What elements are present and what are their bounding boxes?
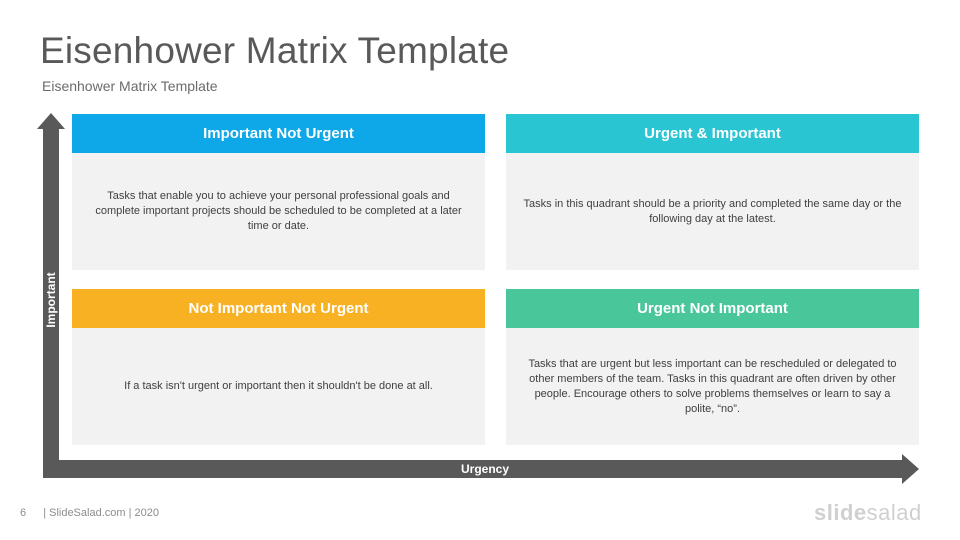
quadrant-header: Important Not Urgent (72, 114, 485, 153)
quadrant-urgent-not-important: Urgent Not Important Tasks that are urge… (506, 289, 919, 445)
slide-subtitle: Eisenhower Matrix Template (42, 78, 218, 94)
brand-logo-part1: slide (814, 500, 867, 525)
quadrant-header: Not Important Not Urgent (72, 289, 485, 328)
quadrant-description: If a task isn't urgent or important then… (124, 380, 433, 392)
quadrant-header: Urgent Not Important (506, 289, 919, 328)
urgency-axis (43, 460, 903, 478)
quadrant-body: Tasks that are urgent but less important… (506, 328, 919, 445)
brand-logo-part2: salad (866, 500, 922, 525)
page-number: 6 (20, 507, 27, 519)
quadrant-body: Tasks that enable you to achieve your pe… (72, 153, 485, 270)
quadrant-description: Tasks that are urgent but less important… (528, 357, 897, 415)
quadrant-body: If a task isn't urgent or important then… (72, 328, 485, 445)
quadrant-header: Urgent & Important (506, 114, 919, 153)
arrow-right-icon (902, 454, 919, 484)
footer-credit: | SlideSalad.com | 2020 (43, 507, 159, 519)
quadrant-description: Tasks in this quadrant should be a prior… (523, 197, 902, 225)
quadrant-not-important-not-urgent: Not Important Not Urgent If a task isn't… (72, 289, 485, 445)
slide-title: Eisenhower Matrix Template (40, 30, 510, 71)
importance-axis-label: Important (44, 272, 58, 328)
quadrant-urgent-important: Urgent & Important Tasks in this quadran… (506, 114, 919, 270)
brand-logo: slidesalad (814, 500, 922, 526)
importance-axis (43, 128, 59, 478)
quadrant-description: Tasks that enable you to achieve your pe… (95, 190, 462, 232)
slide-footer: 6 | SlideSalad.com | 2020 (20, 507, 159, 519)
quadrant-body: Tasks in this quadrant should be a prior… (506, 153, 919, 270)
quadrant-important-not-urgent: Important Not Urgent Tasks that enable y… (72, 114, 485, 270)
arrow-up-icon (37, 113, 65, 129)
urgency-axis-label: Urgency (460, 462, 510, 476)
